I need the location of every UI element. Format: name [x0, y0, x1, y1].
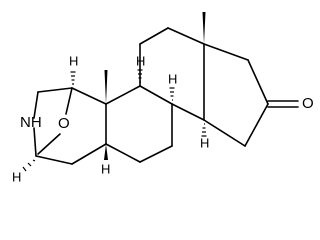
- bond: [35, 155, 73, 165]
- hydrogen-label: H: [136, 53, 145, 68]
- bond: [203, 43, 249, 61]
- bond: [65, 87, 73, 115]
- methyl-wedge: [104, 70, 108, 104]
- bridge-oxygen-label: O: [58, 115, 70, 132]
- hashed-bond-h: [22, 159, 36, 172]
- bond: [167, 27, 205, 45]
- bond: [171, 103, 205, 121]
- hashed-bond-h: [169, 87, 175, 101]
- bond: [71, 143, 107, 165]
- bond: [71, 87, 107, 105]
- hashed-bond-h: [201, 123, 207, 137]
- bond: [37, 133, 61, 155]
- bond: [37, 87, 73, 93]
- ketone-oxygen-label: O: [302, 95, 314, 112]
- bond: [33, 127, 37, 157]
- hydrogen-label: H: [69, 53, 78, 68]
- hashed-bond-h: [70, 71, 76, 85]
- bond: [244, 103, 269, 147]
- bond: [203, 119, 246, 147]
- bond: [105, 85, 141, 105]
- hashed-bond-h: [137, 69, 143, 83]
- hydrogen-label: H: [168, 71, 177, 86]
- bond: [33, 91, 39, 119]
- hydrogen-label: H: [12, 169, 21, 184]
- bond: [247, 59, 269, 105]
- chemical-structure-diagram: O O NH H H H H H H: [12, 12, 314, 184]
- methyl-wedge: [202, 12, 206, 44]
- bond: [139, 27, 169, 45]
- wedge-bond-h: [104, 144, 108, 160]
- bond: [139, 145, 173, 163]
- hydrogen-label: H: [200, 135, 209, 150]
- bond: [139, 85, 173, 105]
- hydrogen-label: H: [101, 161, 110, 176]
- nitrogen-label: NH: [20, 114, 42, 131]
- bond: [105, 143, 141, 163]
